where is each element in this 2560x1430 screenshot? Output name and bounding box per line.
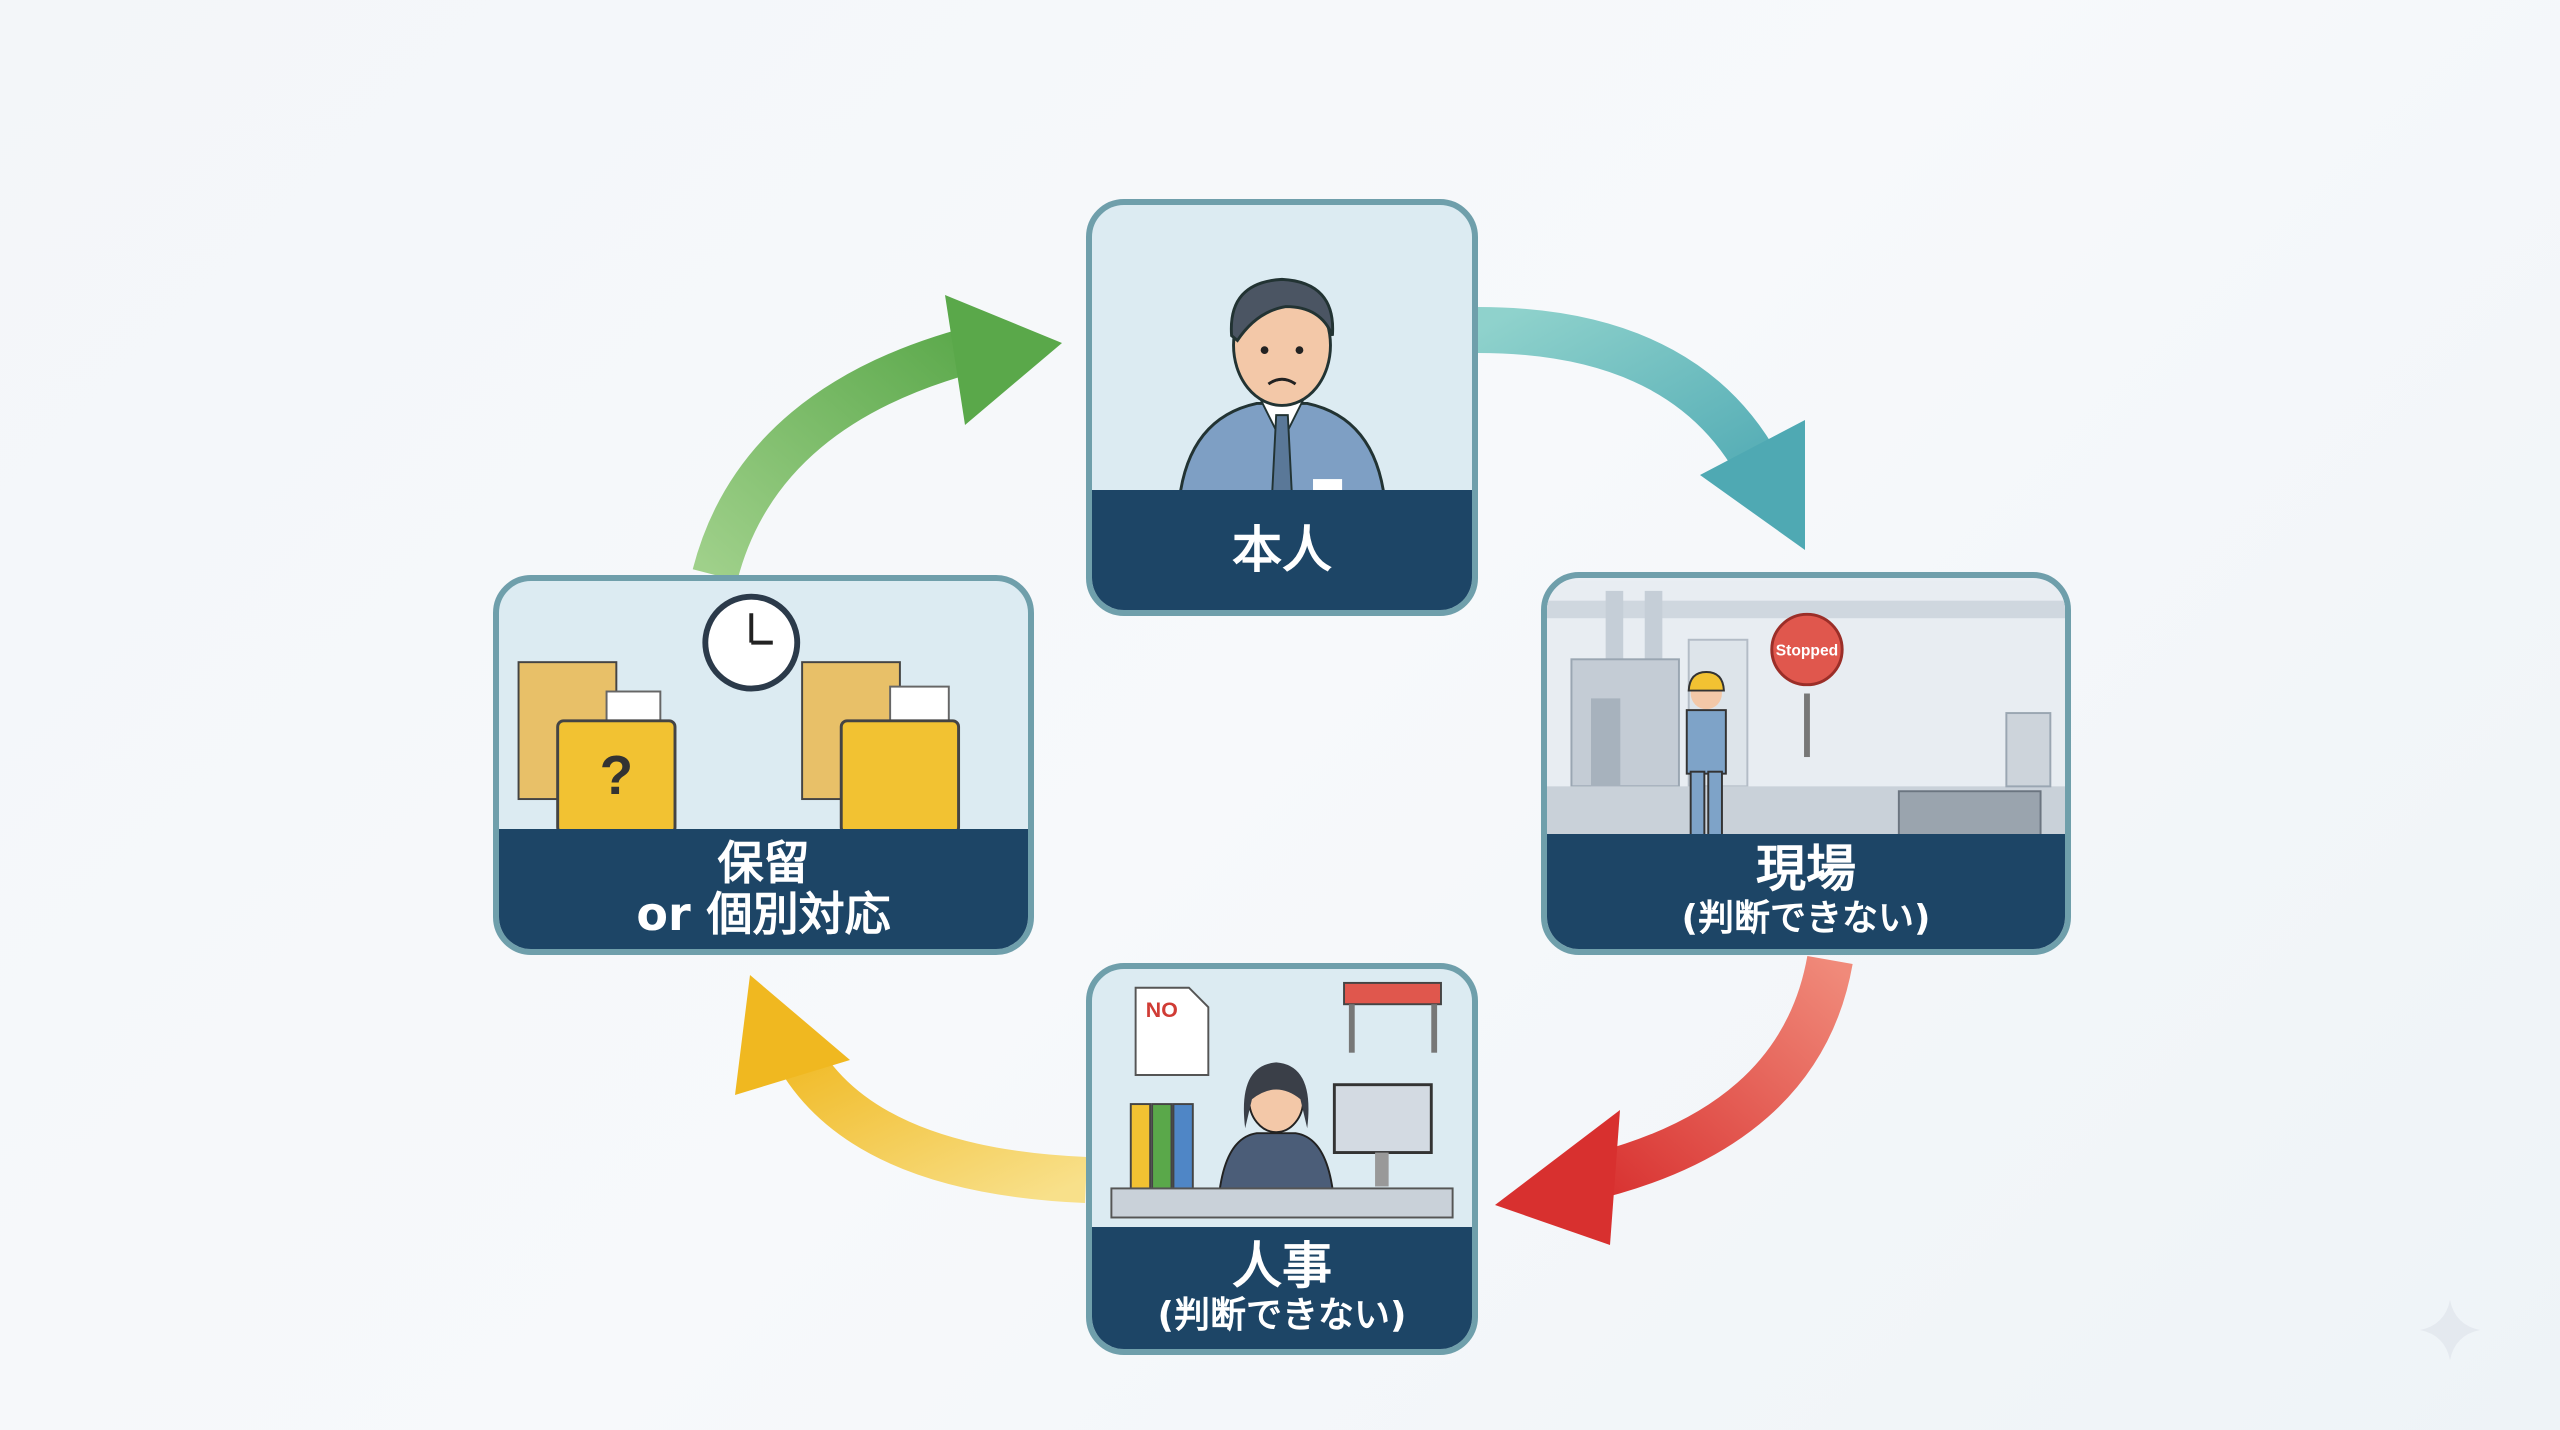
node-hr-label: 人事 (判断できない) [1092, 1227, 1472, 1349]
node-subtitle: (判断できない) [1681, 898, 1931, 940]
arrow-red [1495, 955, 1853, 1245]
node-title: 保留 [717, 836, 810, 891]
node-site: Stopped 現場 (判断できない) [1541, 572, 2071, 955]
arrow-yellow [735, 975, 1087, 1203]
arrow-teal [1477, 307, 1805, 550]
arrow-green [692, 295, 1062, 582]
question-mark: ? [600, 744, 633, 806]
clock-icon [702, 593, 801, 692]
stopped-sign: Stopped [1776, 642, 1839, 659]
node-title: 現場 [1756, 840, 1856, 899]
no-document: NO [1146, 998, 1178, 1022]
node-site-label: 現場 (判断できない) [1547, 834, 2065, 949]
pending-folders-icon: ? [517, 593, 961, 835]
node-title: 人事 [1232, 1236, 1332, 1295]
node-title: 本人 [1232, 520, 1332, 579]
node-self: 本人 [1086, 199, 1478, 616]
folder-stack-left: ? [517, 661, 677, 835]
node-hold: ? 保留 or 個別対応 [493, 575, 1034, 955]
folder-stack-right [801, 661, 961, 835]
node-self-label: 本人 [1092, 490, 1472, 610]
sparkle-icon [2420, 1300, 2480, 1360]
hr-desk-icon: NO [1110, 981, 1454, 1219]
node-subtitle: (判断できない) [1157, 1294, 1407, 1336]
worried-employee-icon [1177, 277, 1387, 502]
node-hold-label: 保留 or 個別対応 [499, 829, 1028, 949]
factory-stopped-icon: Stopped [1547, 581, 2065, 851]
node-subtitle: or 個別対応 [636, 887, 891, 941]
node-hr: NO 人事 (判断できない) [1086, 963, 1478, 1355]
